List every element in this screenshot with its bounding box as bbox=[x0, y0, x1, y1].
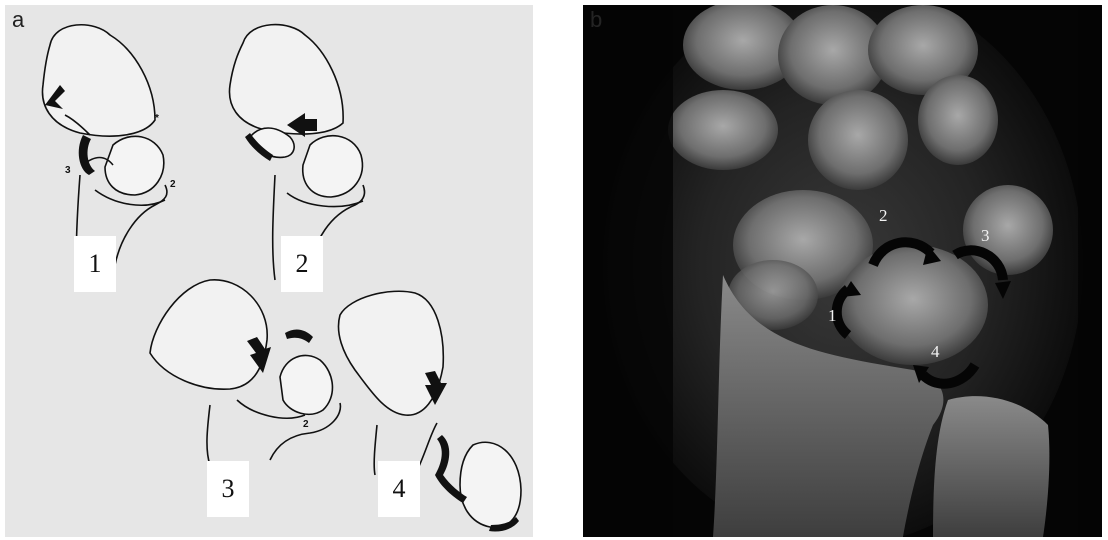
stage-1-label: 1 bbox=[74, 236, 116, 292]
arrow-label-3: 3 bbox=[981, 226, 990, 245]
arrow-label-1: 1 bbox=[828, 306, 837, 325]
stage-3-drawing bbox=[150, 280, 340, 465]
stage-2-label: 2 bbox=[281, 236, 323, 292]
ulna-bone bbox=[933, 396, 1049, 537]
panel-a-drawings: a bbox=[5, 5, 533, 537]
ligament-2-mark-stage-3: 2 bbox=[303, 419, 309, 430]
arrow-label-4: 4 bbox=[931, 342, 940, 361]
xray-image: 1 2 3 4 bbox=[583, 5, 1102, 537]
ligament-2-mark: 2 bbox=[170, 179, 176, 190]
panel-b-xray: b bbox=[583, 5, 1102, 537]
arrow-label-2: 2 bbox=[879, 206, 888, 225]
stage-4-drawing bbox=[338, 291, 521, 527]
distal-carpals bbox=[668, 5, 998, 190]
ligament-3-mark: 3 bbox=[65, 165, 71, 176]
stage-4-label: 4 bbox=[378, 461, 420, 517]
ligament-star-mark: * bbox=[155, 113, 159, 124]
stage-3-label: 3 bbox=[207, 461, 249, 517]
